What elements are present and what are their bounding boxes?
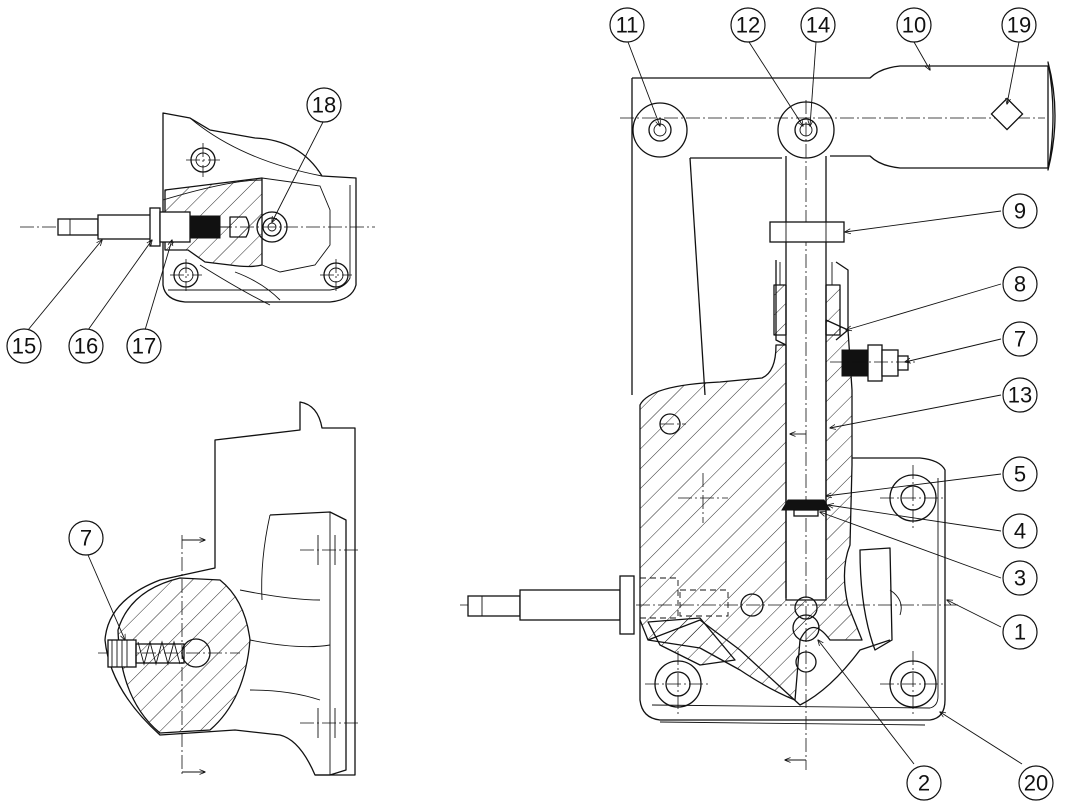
callout-11: 11 <box>609 7 645 43</box>
leader-lines <box>27 41 1023 765</box>
callout-7-left-label: 7 <box>80 526 92 551</box>
callout-19: 19 <box>1001 7 1037 43</box>
callout-15-label: 15 <box>12 334 36 359</box>
main-view <box>460 61 1056 770</box>
callout-1-label: 1 <box>1014 620 1026 645</box>
callout-14: 14 <box>800 7 836 43</box>
callout-18-label: 18 <box>312 93 336 118</box>
callout-4-label: 4 <box>1014 519 1026 544</box>
callout-7-left: 7 <box>68 520 104 556</box>
callout-12: 12 <box>730 7 766 43</box>
callout-9-label: 9 <box>1014 199 1026 224</box>
top-view <box>20 112 375 306</box>
callout-2: 2 <box>906 765 942 801</box>
callout-14-label: 14 <box>806 13 830 38</box>
callout-13: 13 <box>1002 377 1038 413</box>
callout-16-label: 16 <box>74 334 98 359</box>
callout-9: 9 <box>1002 193 1038 229</box>
callout-15: 15 <box>6 328 42 364</box>
callout-12-label: 12 <box>736 13 760 38</box>
callout-19-label: 19 <box>1007 13 1031 38</box>
callout-4: 4 <box>1002 513 1038 549</box>
side-view <box>98 401 360 776</box>
callout-16: 16 <box>68 328 104 364</box>
callout-8: 8 <box>1002 266 1038 302</box>
callout-13-label: 13 <box>1008 383 1032 408</box>
callout-2-label: 2 <box>918 771 930 796</box>
callout-20-label: 20 <box>1024 771 1048 796</box>
callout-18: 18 <box>306 87 342 123</box>
callout-5: 5 <box>1002 456 1038 492</box>
callout-10-label: 10 <box>902 13 926 38</box>
callout-11-label: 11 <box>616 13 639 38</box>
callout-7-right: 7 <box>1002 321 1038 357</box>
callout-7-right-label: 7 <box>1014 327 1026 352</box>
callout-17: 17 <box>126 328 162 364</box>
callout-10: 10 <box>896 7 932 43</box>
callout-3-label: 3 <box>1014 566 1026 591</box>
callout-17-label: 17 <box>132 334 156 359</box>
callout-5-label: 5 <box>1014 462 1026 487</box>
callout-20: 20 <box>1018 765 1054 801</box>
callout-1: 1 <box>1002 614 1038 650</box>
callout-3: 3 <box>1002 560 1038 596</box>
callout-8-label: 8 <box>1014 272 1026 297</box>
